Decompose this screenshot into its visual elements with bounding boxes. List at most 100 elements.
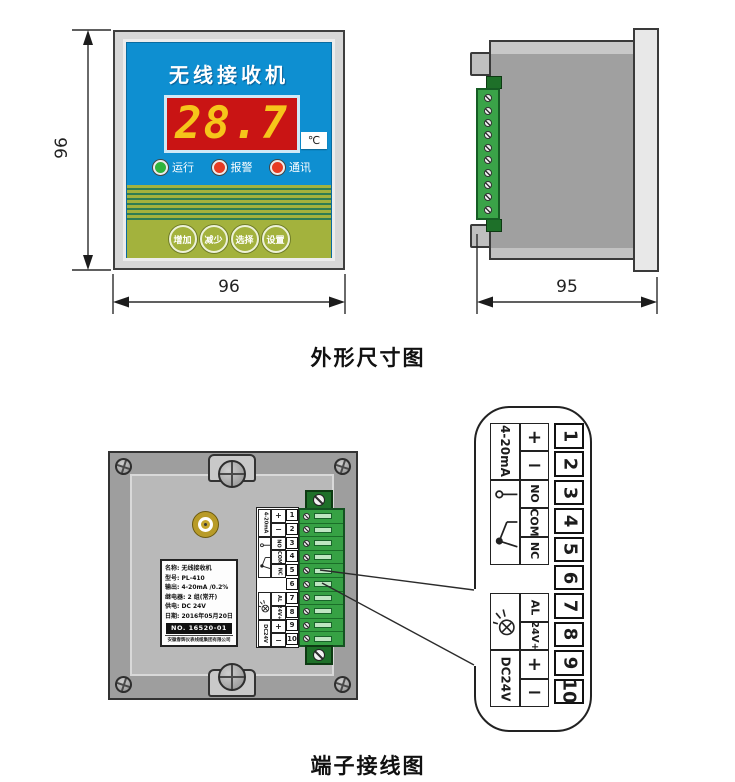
wiring-group-upper: 4-20mA + − NO COM NC [490,423,549,565]
marking-group-lower: AL 24V+ DC24V + − [258,592,286,648]
front-panel: 无线接收机 28.7 ℃ 运行 报警 通讯 [126,42,332,258]
display-value: 28.7 [175,98,289,149]
indicator-run: 运行 [153,159,194,175]
mount-clamp-top [470,52,491,76]
terminal-slot [300,537,343,551]
side-view-bezel [633,28,659,272]
terminal-screw-icon [303,594,310,602]
device-title: 无线接收机 [169,63,289,87]
button-label: 减少 [204,235,223,246]
mount-screw-icon [218,663,246,691]
terminal-screw-icon [303,526,310,534]
nameplate-name: 名称: 无线接收机 [165,565,212,572]
terminal-number: 3 [554,479,584,506]
caption-wiring-diagram: 端子接线图 [310,754,426,778]
terminal-screw-icon [303,607,310,615]
terminal-number: 2 [554,451,584,477]
pin-al: AL [271,592,286,606]
antenna-ring [198,517,213,532]
terminal-screw-icon [484,156,492,165]
terminal-number: 8 [286,605,298,618]
wire-slot [314,540,332,547]
terminal-number: 10 [554,678,584,705]
terminal-end-tab [305,645,333,665]
wire-slot [314,554,332,561]
pin-nc: NC [520,536,549,565]
nameplate-model: 型号: PL-410 [165,574,205,582]
terminal-screw-icon [484,180,492,189]
antenna-center [204,523,207,526]
terminal-slot [300,619,343,633]
pin-minus: − [520,451,549,480]
pin-no: NO [271,536,286,551]
terminal-slot [300,524,343,538]
terminal-slot [300,510,343,524]
indicator-label: 运行 [172,161,194,174]
terminal-number-column: 1 2 3 4 5 6 7 8 9 10 [554,423,584,707]
nameplate-relay: 继电器: 2 组(常开) [165,593,218,601]
nameplate-label: 名称: 无线接收机 型号: PL-410 输出: 4-20mA /0.2% 继电… [160,559,238,647]
terminal-screw-icon [303,553,310,561]
pin-minus: − [271,633,286,648]
pin-plus: + [271,509,286,523]
relay-contact-icon [258,536,271,578]
dimension-front-width: 96 [218,277,240,297]
wire-slot [314,567,332,574]
indicator-alarm: 报警 [211,159,253,175]
pin-nc: NC [271,564,286,578]
button-bar: 增加 减少 选择 设置 [127,220,331,258]
terminal-number: 3 [286,536,298,549]
terminal-number: 6 [286,577,298,590]
terminal-number: 7 [554,593,584,619]
terminal-slot [300,632,343,645]
terminal-screw-icon [303,512,310,520]
terminal-number: 1 [286,509,298,521]
terminal-screw-icon [303,567,310,575]
terminal-tab-bottom [486,219,502,232]
terminal-slot [300,592,343,606]
terminal-screw-icon [484,131,492,140]
dimension-side-depth: 95 [556,277,578,297]
terminal-end-tab [305,490,333,510]
indicator-label: 通讯 [289,161,311,174]
terminal-screw-icon [484,193,492,202]
terminal-screw-icon [484,94,492,103]
run-led-icon [153,159,168,175]
nameplate-company: 安徽春辉仪表线缆集团有限公司 [165,634,233,643]
alarm-lamp-icon [490,593,520,651]
decorative-stripes [127,185,331,220]
wiring-group-lower: AL 24V+ DC24V + − [490,593,549,707]
wire-slot [314,581,332,588]
terminal-number: 4 [554,508,584,534]
terminal-screw-icon [303,580,310,588]
increase-button: 增加 [168,225,197,253]
alarm-lamp-icon [258,592,271,620]
terminal-screw-icon [484,143,492,152]
terminal-number: 1 [554,423,584,449]
terminal-wiring-detail: 4-20mA + − NO COM NC AL [474,406,592,732]
marking-group-upper: 4-20mA + − NO COM NC [258,509,286,578]
decrease-button: 减少 [199,225,228,253]
terminal-slot [300,564,343,578]
terminal-screw-icon [303,539,310,547]
indicator-comm: 通讯 [270,159,311,175]
terminal-number-column: 1 2 3 4 5 6 7 8 9 10 [286,509,298,647]
terminal-slot [300,605,343,619]
terminal-number: 10 [286,633,298,646]
relay-contact-icon [490,479,520,565]
dimension-front-height: 96 [52,137,72,159]
terminal-slot [300,578,343,592]
terminal-slot [300,551,343,565]
button-label: 设置 [266,235,285,246]
terminal-screw-icon [484,119,492,128]
group-label-dc24v: DC24V [490,650,520,707]
pin-com: COM [520,508,549,537]
pin-plus: + [520,650,549,679]
nameplate-date: 日期: 2016年05月20日 [165,612,233,620]
select-button: 选择 [230,225,259,253]
terminal-number: 5 [286,564,298,577]
back-terminal-block [298,490,345,665]
corner-screw-icon [331,673,354,696]
terminal-number: 8 [554,621,584,648]
